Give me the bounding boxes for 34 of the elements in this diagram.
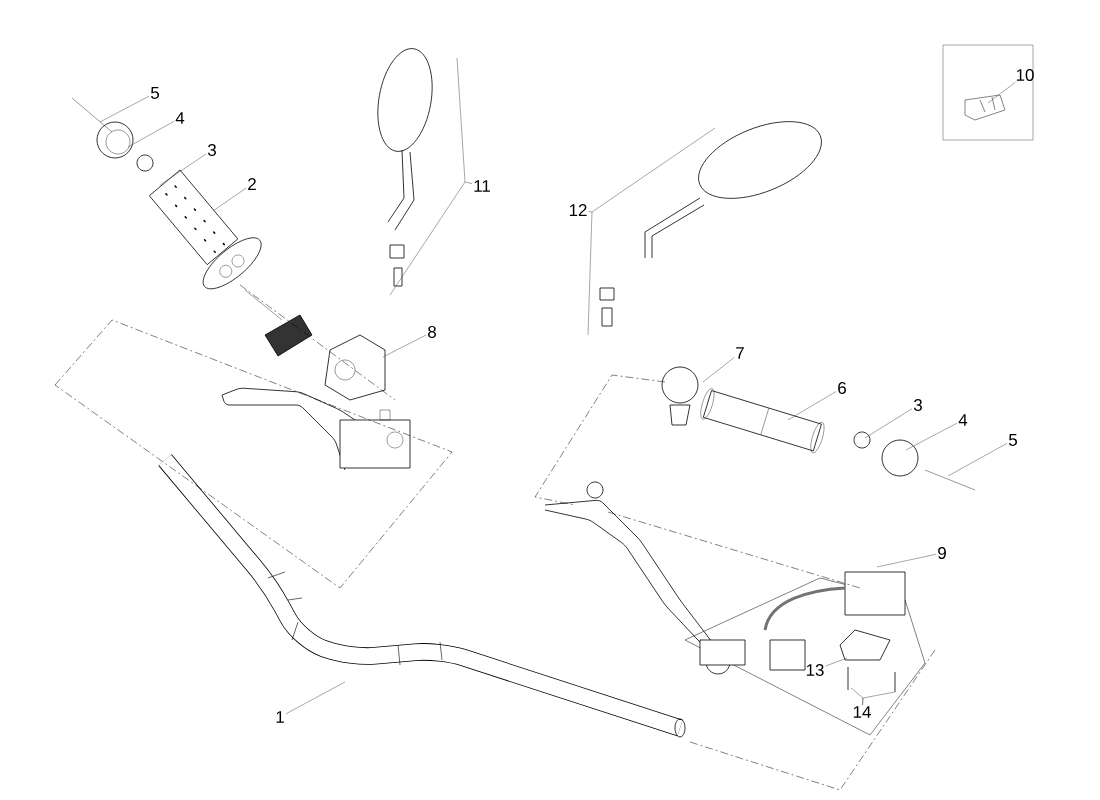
leader-line: [787, 391, 837, 421]
leader-line: [947, 443, 1008, 477]
callout-number: 5: [150, 87, 159, 99]
callout-number: 1: [276, 711, 284, 723]
callout-number: 9: [938, 547, 946, 559]
leader-line: [212, 187, 247, 212]
callout-number: 11: [474, 180, 490, 192]
leader-line: [285, 681, 346, 715]
callout-number: 4: [175, 112, 185, 124]
callout-number: 12: [569, 204, 587, 216]
leader-line: [127, 121, 175, 148]
callout-number: 4: [958, 414, 968, 426]
leader-line: [159, 153, 207, 186]
callout-number: 8: [428, 326, 436, 338]
leader-line: [702, 357, 735, 383]
leader-line: [862, 691, 896, 706]
leader-line: [587, 127, 716, 336]
callout-number: 13: [806, 664, 824, 676]
leader-line: [876, 554, 937, 568]
callout-number: 7: [736, 347, 744, 359]
callout-number: 2: [248, 178, 256, 190]
callout-number: 3: [207, 144, 216, 156]
leader-line: [389, 57, 473, 296]
callout-number: 10: [1016, 69, 1034, 81]
callout-number: 3: [913, 399, 922, 411]
callout-number: 14: [853, 706, 871, 718]
leader-line: [987, 81, 1016, 104]
leader-line: [864, 408, 913, 439]
callout-number: 5: [1008, 434, 1017, 446]
leader-line: [99, 95, 150, 123]
leader-line: [382, 334, 427, 358]
leader-line: [905, 422, 958, 451]
callout-number: 6: [838, 382, 846, 394]
leader-line: [825, 657, 848, 667]
